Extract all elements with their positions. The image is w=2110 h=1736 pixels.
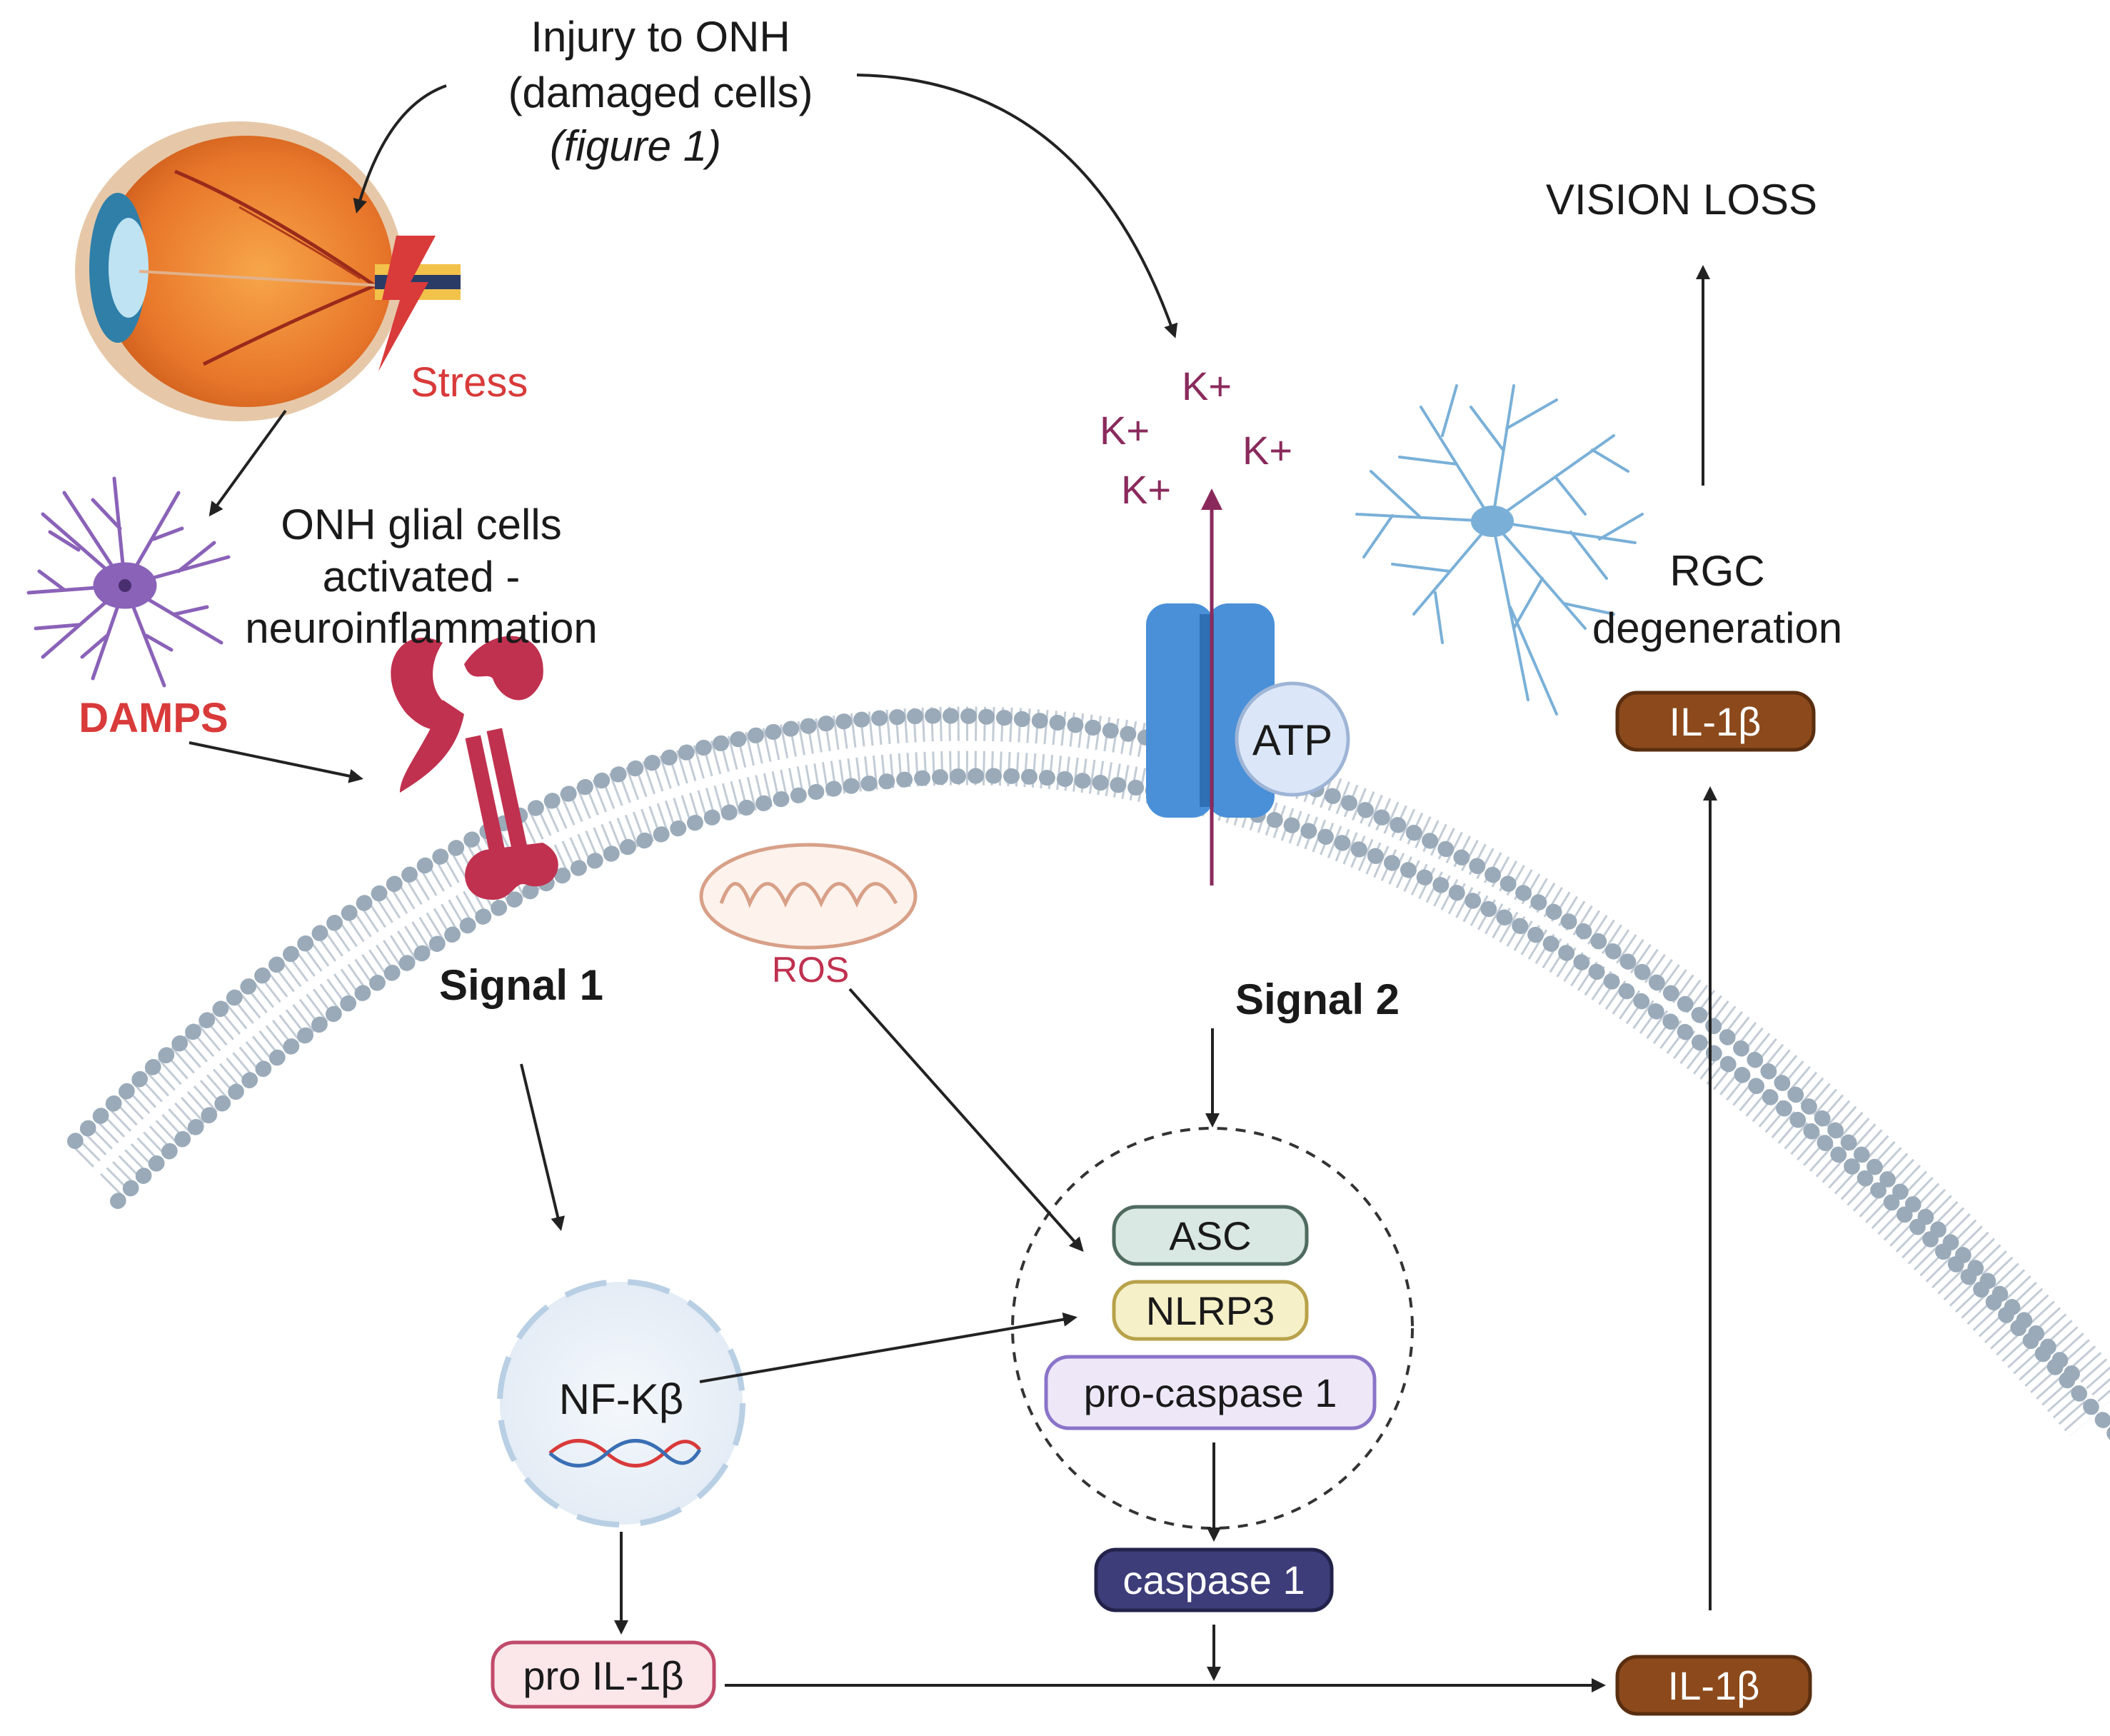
arrow-damps-to-receptor [189, 741, 363, 783]
cell-membrane [67, 706, 2110, 1440]
pro-caspase1-label: pro-caspase 1 [1084, 1370, 1337, 1415]
il1b-bottom-label: IL-1β [1668, 1663, 1760, 1708]
pro-il1b-protein [491, 1640, 716, 1709]
potassium-ion-3: K+ [1242, 428, 1292, 473]
arrow-signal1-to-nucleus [520, 1063, 566, 1231]
caspase1-label: caspase 1 [1122, 1557, 1305, 1602]
rgc-label-line2: degeneration [1592, 604, 1842, 652]
arrow-eye-to-glial [209, 409, 287, 517]
injury-label-line1: Injury to ONH [531, 13, 790, 61]
arrow-nfkb-to-nlrp3 [699, 1312, 1077, 1383]
il1b-top-label: IL-1β [1669, 699, 1762, 744]
signal1-label: Signal 1 [439, 961, 603, 1009]
pathway-arrows [189, 74, 1717, 1692]
caspase1-protein [1094, 1547, 1334, 1612]
il1b-top [1615, 691, 1816, 752]
stress-lightning-icon [378, 236, 436, 371]
asc-label: ASC [1169, 1213, 1251, 1258]
toll-like-receptor [391, 636, 558, 900]
asc-protein [1112, 1205, 1309, 1266]
stress-label: Stress [411, 359, 528, 406]
pro-il1b-label: pro IL-1β [523, 1653, 683, 1698]
vision-loss-label: VISION LOSS [1546, 176, 1817, 224]
arrow-ros-to-asc [848, 988, 1084, 1252]
mitochondria [699, 843, 918, 950]
il1b-bottom [1615, 1655, 1812, 1716]
nfkb-label: NF-Kβ [559, 1375, 684, 1423]
potassium-ion-2: K+ [1100, 408, 1150, 453]
arrow-injury-to-potassium [856, 74, 1178, 338]
damps-label: DAMPS [79, 695, 228, 741]
injury-label-line2: (damaged cells) [508, 69, 813, 116]
nucleus [497, 1279, 745, 1527]
potassium-ion-1: K+ [1182, 363, 1232, 408]
glial-label-line2: activated - [323, 553, 521, 601]
signal2-label: Signal 2 [1235, 975, 1400, 1023]
atp-label: ATP [1252, 716, 1332, 764]
pro-caspase1-protein [1044, 1355, 1377, 1430]
glial-label-line1: ONH glial cells [281, 501, 561, 548]
nlrp3-protein [1112, 1280, 1309, 1341]
injury-figure-ref: (figure 1) [550, 122, 721, 170]
ros-label: ROS [772, 950, 849, 990]
potassium-ion-4: K+ [1121, 467, 1171, 512]
glial-label-line3: neuroinflammation [245, 604, 598, 652]
rgc-label-line1: RGC [1669, 547, 1764, 595]
atp-molecule [1235, 681, 1350, 797]
inflammasome-complex [1011, 1127, 1414, 1530]
nlrp3-label: NLRP3 [1146, 1288, 1275, 1333]
arrow-injury-to-eye [353, 84, 447, 214]
retinal-ganglion-cell [1355, 384, 1644, 716]
astrocyte-glial-cell [26, 476, 231, 688]
